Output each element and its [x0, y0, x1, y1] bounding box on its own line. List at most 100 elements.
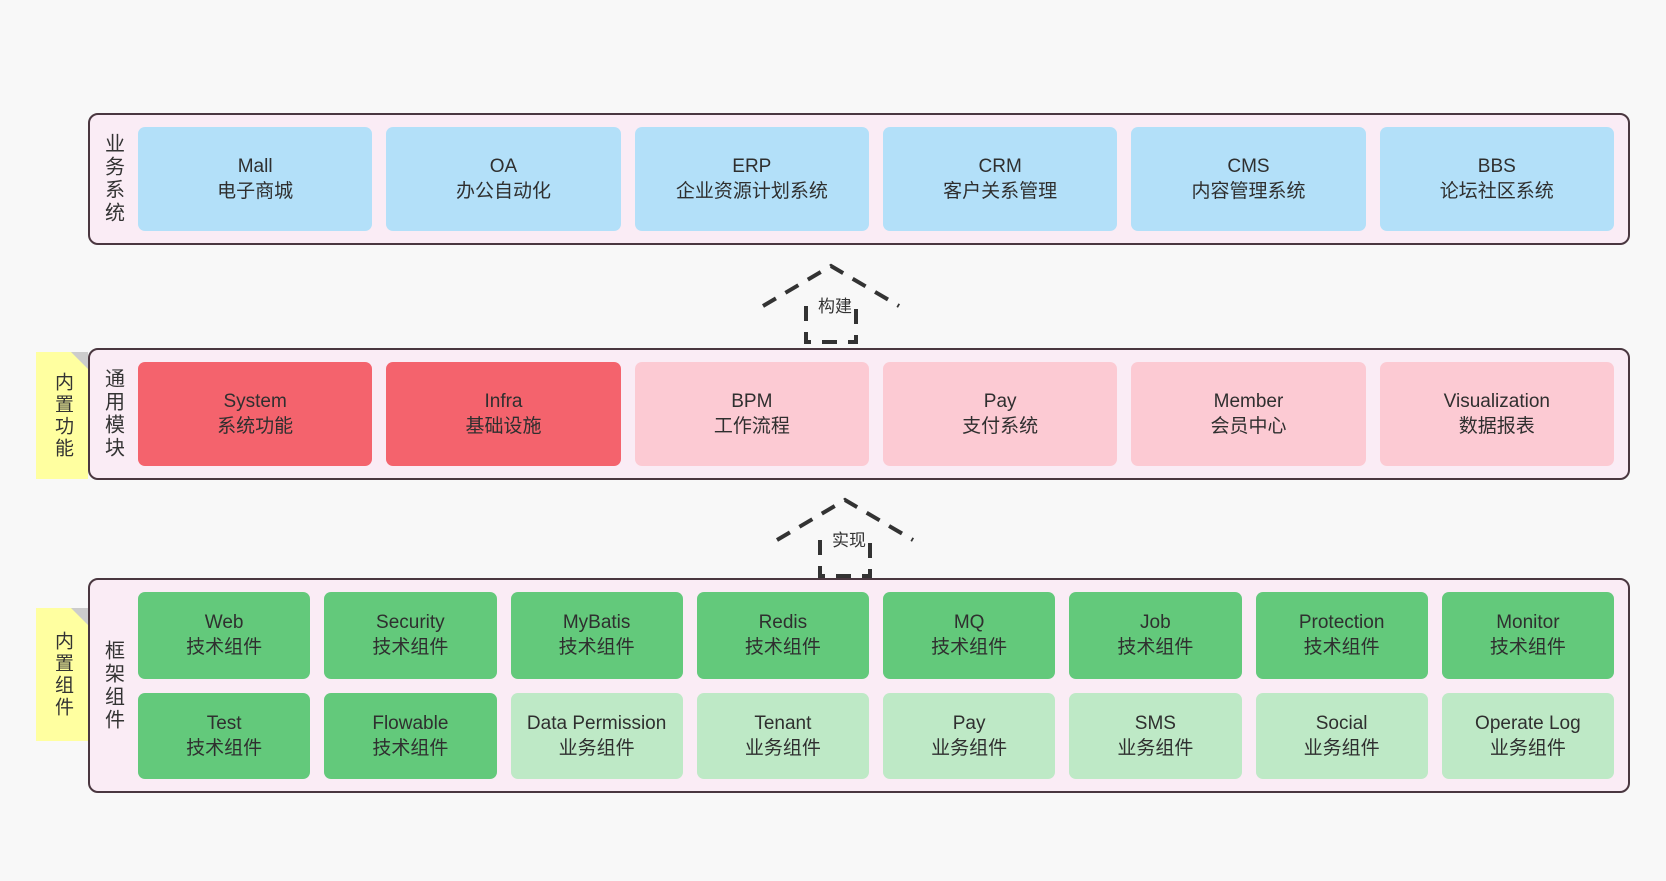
card-cms[interactable]: CMS 内容管理系统 — [1131, 127, 1366, 231]
card-name: Mall — [237, 155, 273, 177]
folded-corner-icon — [71, 352, 88, 369]
layer-title-business: 业务系统 — [101, 133, 124, 225]
card-name: Security — [376, 612, 445, 634]
card-desc: 办公自动化 — [455, 181, 551, 202]
card-name: BBS — [1477, 155, 1516, 177]
card-name: Member — [1213, 390, 1284, 412]
card-desc: 论坛社区系统 — [1439, 181, 1554, 202]
card-desc: 数据报表 — [1458, 416, 1535, 437]
sticky-note-label: 内置功能 — [51, 371, 73, 460]
card-name: OA — [489, 155, 518, 177]
sticky-note-builtin-component: 内置组件 — [36, 608, 88, 741]
card-desc: 内容管理系统 — [1191, 181, 1306, 202]
card-tenant[interactable]: Tenant 业务组件 — [696, 692, 869, 779]
card-row: Mall 电子商城 OA 办公自动化 ERP 企业资源计划系统 CRM 客户关系… — [138, 127, 1614, 231]
card-name: Operate Log — [1475, 712, 1581, 734]
card-desc: 技术组件 — [1117, 637, 1194, 659]
card-desc: 技术组件 — [558, 637, 635, 659]
card-bbs[interactable]: BBS 论坛社区系统 — [1379, 127, 1614, 231]
card-desc: 系统功能 — [217, 416, 294, 437]
card-operate-log[interactable]: Operate Log 业务组件 — [1441, 692, 1614, 779]
layer-body-business: Mall 电子商城 OA 办公自动化 ERP 企业资源计划系统 CRM 客户关系… — [134, 115, 1628, 243]
layer-body-common: System 系统功能 Infra 基础设施 BPM 工作流程 Pay 支付系统… — [134, 350, 1628, 478]
layer-framework-component: 框架组件 Web 技术组件 Security 技术组件 MyBatis 技术组件… — [88, 578, 1630, 793]
card-oa[interactable]: OA 办公自动化 — [386, 127, 621, 231]
card-erp[interactable]: ERP 企业资源计划系统 — [634, 127, 869, 231]
card-name: ERP — [732, 155, 772, 177]
card-protection[interactable]: Protection 技术组件 — [1255, 592, 1428, 679]
card-job[interactable]: Job 技术组件 — [1069, 592, 1242, 679]
card-desc: 业务组件 — [1117, 737, 1194, 759]
card-name: Job — [1140, 612, 1171, 634]
card-security[interactable]: Security 技术组件 — [324, 592, 497, 679]
card-desc: 技术组件 — [372, 737, 449, 759]
connector-implement-label: 实现 — [832, 531, 866, 550]
card-social[interactable]: Social 业务组件 — [1255, 692, 1428, 779]
layer-title-common-module: 通用模块 — [101, 368, 124, 460]
card-flowable[interactable]: Flowable 技术组件 — [324, 692, 497, 779]
card-desc: 技术组件 — [372, 637, 449, 659]
card-monitor[interactable]: Monitor 技术组件 — [1441, 592, 1614, 679]
card-desc: 技术组件 — [931, 637, 1008, 659]
card-bpm[interactable]: BPM 工作流程 — [634, 362, 869, 466]
card-name: Monitor — [1496, 612, 1560, 634]
card-name: MQ — [953, 612, 985, 634]
card-pay-business[interactable]: Pay 业务组件 — [883, 692, 1056, 779]
card-name: Protection — [1298, 612, 1385, 634]
card-row: Test 技术组件 Flowable 技术组件 Data Permission … — [138, 692, 1614, 779]
card-desc: 技术组件 — [1303, 637, 1380, 659]
card-desc: 业务组件 — [744, 737, 821, 759]
card-mybatis[interactable]: MyBatis 技术组件 — [510, 592, 683, 679]
card-desc: 技术组件 — [186, 737, 263, 759]
sticky-note-label: 内置组件 — [51, 630, 73, 719]
card-name: Visualization — [1443, 390, 1550, 412]
card-desc: 业务组件 — [558, 737, 635, 759]
card-name: SMS — [1134, 712, 1176, 734]
card-desc: 业务组件 — [931, 737, 1008, 759]
card-name: CMS — [1227, 155, 1270, 177]
card-name: Test — [206, 712, 242, 734]
card-row: Web 技术组件 Security 技术组件 MyBatis 技术组件 Redi… — [138, 592, 1614, 679]
card-member[interactable]: Member 会员中心 — [1131, 362, 1366, 466]
card-name: Redis — [758, 612, 808, 634]
card-system[interactable]: System 系统功能 — [138, 362, 373, 466]
card-desc: 业务组件 — [1303, 737, 1380, 759]
card-name: MyBatis — [562, 612, 631, 634]
folded-corner-icon — [71, 608, 88, 625]
card-crm[interactable]: CRM 客户关系管理 — [882, 127, 1118, 231]
card-name: Data Permission — [526, 712, 667, 734]
card-desc: 支付系统 — [962, 416, 1039, 437]
card-pay[interactable]: Pay 支付系统 — [882, 362, 1118, 466]
card-desc: 客户关系管理 — [943, 181, 1058, 202]
card-name: CRM — [978, 155, 1022, 177]
card-desc: 会员中心 — [1210, 416, 1287, 437]
card-mq[interactable]: MQ 技术组件 — [883, 592, 1056, 679]
card-name: BPM — [731, 390, 773, 412]
card-desc: 基础设施 — [465, 416, 542, 437]
card-mall[interactable]: Mall 电子商城 — [138, 127, 373, 231]
card-name: Pay — [952, 712, 986, 734]
card-test[interactable]: Test 技术组件 — [138, 692, 311, 779]
card-desc: 业务组件 — [1489, 737, 1566, 759]
card-visualization[interactable]: Visualization 数据报表 — [1379, 362, 1614, 466]
card-name: System — [223, 390, 287, 412]
card-data-permission[interactable]: Data Permission 业务组件 — [510, 692, 683, 779]
card-name: Web — [204, 612, 244, 634]
layer-common-module: 通用模块 System 系统功能 Infra 基础设施 BPM 工作流程 Pay… — [88, 348, 1630, 480]
card-desc: 技术组件 — [186, 637, 263, 659]
layer-business-system: 业务系统 Mall 电子商城 OA 办公自动化 ERP 企业资源计划系统 CRM… — [88, 113, 1630, 245]
card-desc: 企业资源计划系统 — [675, 181, 828, 202]
card-row: System 系统功能 Infra 基础设施 BPM 工作流程 Pay 支付系统… — [138, 362, 1614, 466]
card-name: Flowable — [372, 712, 449, 734]
layer-body-framework: Web 技术组件 Security 技术组件 MyBatis 技术组件 Redi… — [134, 580, 1628, 791]
card-desc: 技术组件 — [1489, 637, 1566, 659]
card-desc: 工作流程 — [713, 416, 790, 437]
card-name: Social — [1315, 712, 1368, 734]
card-desc: 电子商城 — [217, 181, 294, 202]
card-redis[interactable]: Redis 技术组件 — [696, 592, 869, 679]
card-infra[interactable]: Infra 基础设施 — [386, 362, 621, 466]
connector-build-label: 构建 — [818, 297, 852, 316]
card-sms[interactable]: SMS 业务组件 — [1069, 692, 1242, 779]
card-web[interactable]: Web 技术组件 — [138, 592, 311, 679]
